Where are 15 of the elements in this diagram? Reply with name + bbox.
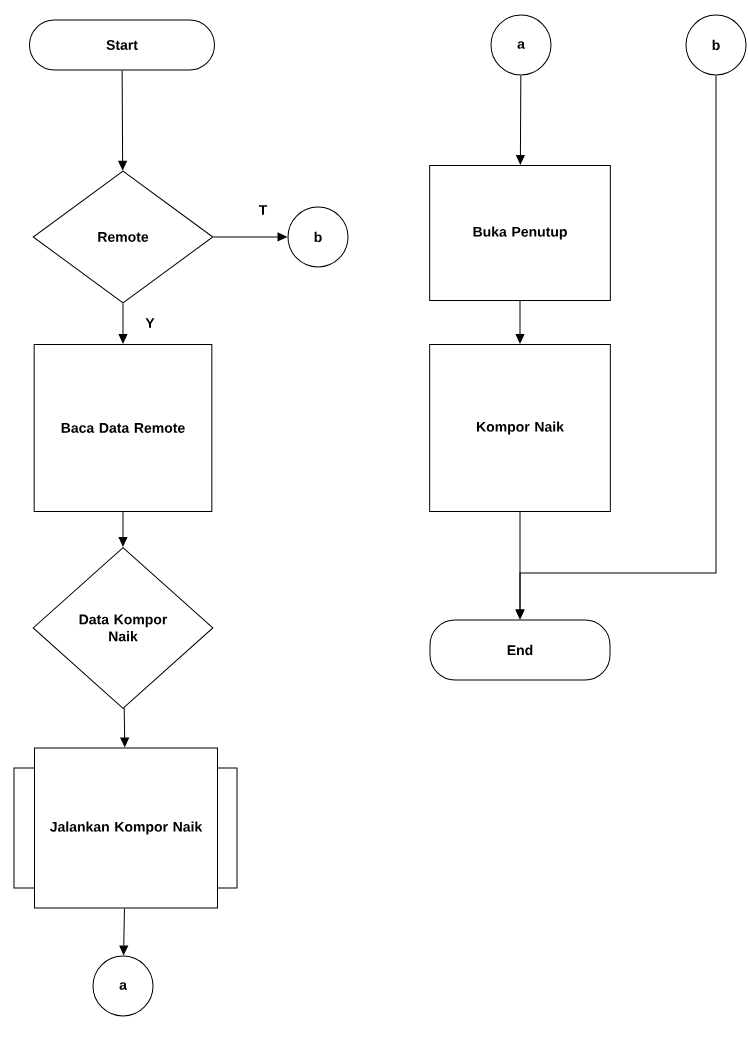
process-box: Kompor Naik	[429, 344, 611, 512]
arrow	[120, 707, 129, 747]
arrow	[515, 300, 525, 344]
arrow	[515, 75, 717, 619]
predefined-process-box: Jalankan Kompor Naik	[13, 747, 238, 909]
process-box: Buka Penutup	[429, 165, 611, 301]
arrow	[516, 75, 525, 165]
arrow	[118, 511, 128, 547]
process-box: Baca Data Remote	[33, 344, 213, 512]
arrow	[119, 908, 129, 955]
arrow	[213, 232, 287, 242]
edge-label: Y	[144, 317, 156, 329]
edge-label: T	[257, 204, 269, 216]
arrow	[118, 70, 127, 170]
arrow	[118, 303, 128, 344]
